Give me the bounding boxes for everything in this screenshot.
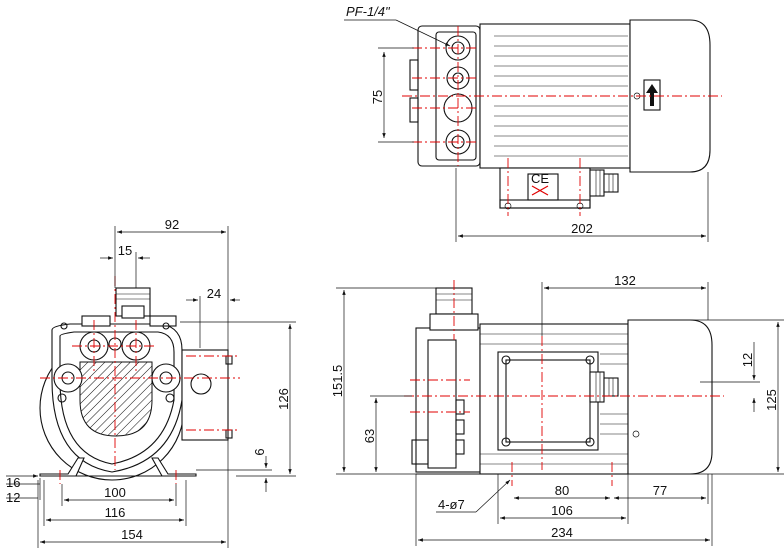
dim-202: 202 (455, 168, 709, 242)
svg-text:12: 12 (6, 490, 20, 505)
pump-housing-inner (59, 331, 175, 465)
maker-mark: CE (531, 171, 549, 186)
svg-text:106: 106 (551, 503, 573, 518)
side-view-centerlines (404, 280, 724, 486)
side-flange (181, 349, 229, 441)
dim-125: 125 (690, 319, 784, 475)
top-left-boss (81, 315, 111, 327)
side-fan-cover (627, 319, 713, 475)
svg-text:4-ø7: 4-ø7 (438, 497, 465, 512)
dim-16-12: 16 12 (6, 474, 41, 505)
dim-24: 24 (186, 286, 240, 348)
side-motor-fins (480, 333, 628, 465)
port-label: PF-1/4" (346, 4, 391, 19)
front-view-centerlines (40, 276, 240, 484)
nameplate (527, 173, 559, 201)
small-bolt-top-right (162, 322, 170, 330)
svg-text:125: 125 (764, 389, 779, 411)
fan-cover-top (629, 19, 711, 173)
side-fan-screw (632, 430, 640, 438)
flange-port-circle (190, 373, 212, 395)
top-port-neck (121, 305, 145, 319)
svg-text:154: 154 (121, 527, 143, 542)
svg-text:100: 100 (104, 485, 126, 500)
svg-text:12: 12 (740, 353, 755, 367)
top-view: CE PF-1/4" (344, 4, 722, 242)
terminal-screw-1 (501, 355, 511, 365)
dim-12-side: 12 (700, 342, 760, 412)
dim-92: 92 (114, 217, 229, 350)
terminal-screw-2 (585, 355, 595, 365)
side-terminal-box (497, 351, 599, 451)
svg-text:151.5: 151.5 (330, 365, 345, 398)
port-leader (395, 19, 451, 47)
side-view: 132 151.5 63 12 125 (330, 273, 784, 546)
side-head-slot-3 (455, 439, 465, 455)
holes-callout: 4-ø7 (436, 479, 511, 513)
cable-gland-top (589, 169, 619, 197)
nameplate-symbol-icon (531, 185, 549, 196)
terminal-screw-3 (501, 437, 511, 447)
svg-text:63: 63 (362, 429, 377, 443)
foot-right (151, 457, 197, 477)
rotation-sign (643, 79, 661, 111)
dim-116: 116 (43, 480, 187, 526)
pump-head-notch-bottom (409, 97, 419, 123)
dim-6: 6 (196, 448, 272, 492)
svg-text:6: 6 (252, 448, 267, 455)
side-pump-head-front-bottom (411, 439, 429, 465)
side-head-slot-2 (455, 419, 465, 435)
svg-text:16: 16 (6, 475, 20, 490)
small-bolt-left (57, 393, 67, 403)
svg-text:24: 24 (207, 286, 221, 301)
small-bolt-right (165, 393, 175, 403)
side-head-slot-1 (455, 399, 465, 415)
dim-126: 126 (180, 321, 296, 477)
dim-77: 77 (614, 474, 709, 504)
svg-text:15: 15 (118, 243, 132, 258)
dim-75: 75 (370, 47, 414, 143)
svg-text:75: 75 (370, 90, 385, 104)
dim-234: 234 (415, 474, 713, 546)
side-pump-head (415, 327, 481, 473)
small-bolt-top-left (60, 322, 68, 330)
svg-text:92: 92 (165, 217, 179, 232)
dim-154: 154 (37, 440, 229, 548)
terminal-screw-4 (585, 437, 595, 447)
top-view-centerlines (402, 26, 722, 216)
svg-text:132: 132 (614, 273, 636, 288)
svg-text:202: 202 (571, 221, 593, 236)
dim-80: 80 (514, 483, 610, 500)
motor-fins (494, 35, 628, 157)
svg-text:234: 234 (551, 525, 573, 540)
svg-text:126: 126 (276, 388, 291, 410)
dim-63: 63 (362, 395, 412, 472)
dim-106: 106 (497, 474, 629, 524)
dim-132: 132 (541, 273, 709, 336)
dim-100: 100 (61, 484, 177, 506)
svg-text:77: 77 (653, 483, 667, 498)
foot-left (39, 457, 85, 477)
rotation-arrow-icon (646, 84, 658, 106)
svg-text:116: 116 (105, 505, 126, 520)
rotor-section-hatched (79, 361, 153, 437)
front-view: 92 15 24 126 6 (6, 217, 296, 548)
pump-head-notch-top (409, 59, 419, 91)
svg-text:80: 80 (555, 483, 569, 498)
dim-15: 15 (100, 243, 150, 288)
dim-151-5: 151.5 (330, 287, 436, 475)
